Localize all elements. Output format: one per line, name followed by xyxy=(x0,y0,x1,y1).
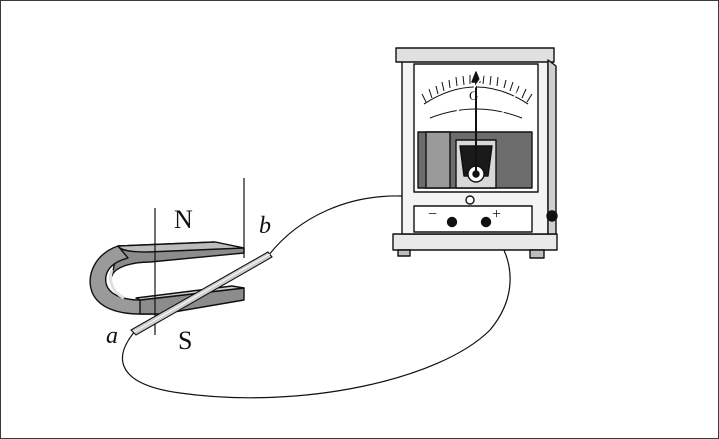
terminal-plus xyxy=(480,216,492,228)
terminal-panel xyxy=(413,205,533,233)
south-pole-label: S xyxy=(178,326,192,355)
north-pole-label: N xyxy=(174,205,193,234)
rod-end-b-label: b xyxy=(259,213,271,239)
galvanometer-scale-ticks xyxy=(421,74,533,103)
zero-adjust-screw xyxy=(465,195,475,205)
terminal-minus xyxy=(446,216,458,228)
terminal-plus-label: + xyxy=(492,206,501,223)
horseshoe-magnet xyxy=(89,241,245,315)
galvanometer-base xyxy=(392,233,558,251)
terminal-minus-label: − xyxy=(428,206,437,223)
wire-a-to-plus xyxy=(121,223,511,399)
pointer-letter-label: G xyxy=(469,88,478,103)
conducting-rod-ab xyxy=(130,251,273,336)
rod-end-a-label: a xyxy=(106,323,118,349)
galvanometer xyxy=(392,47,558,259)
